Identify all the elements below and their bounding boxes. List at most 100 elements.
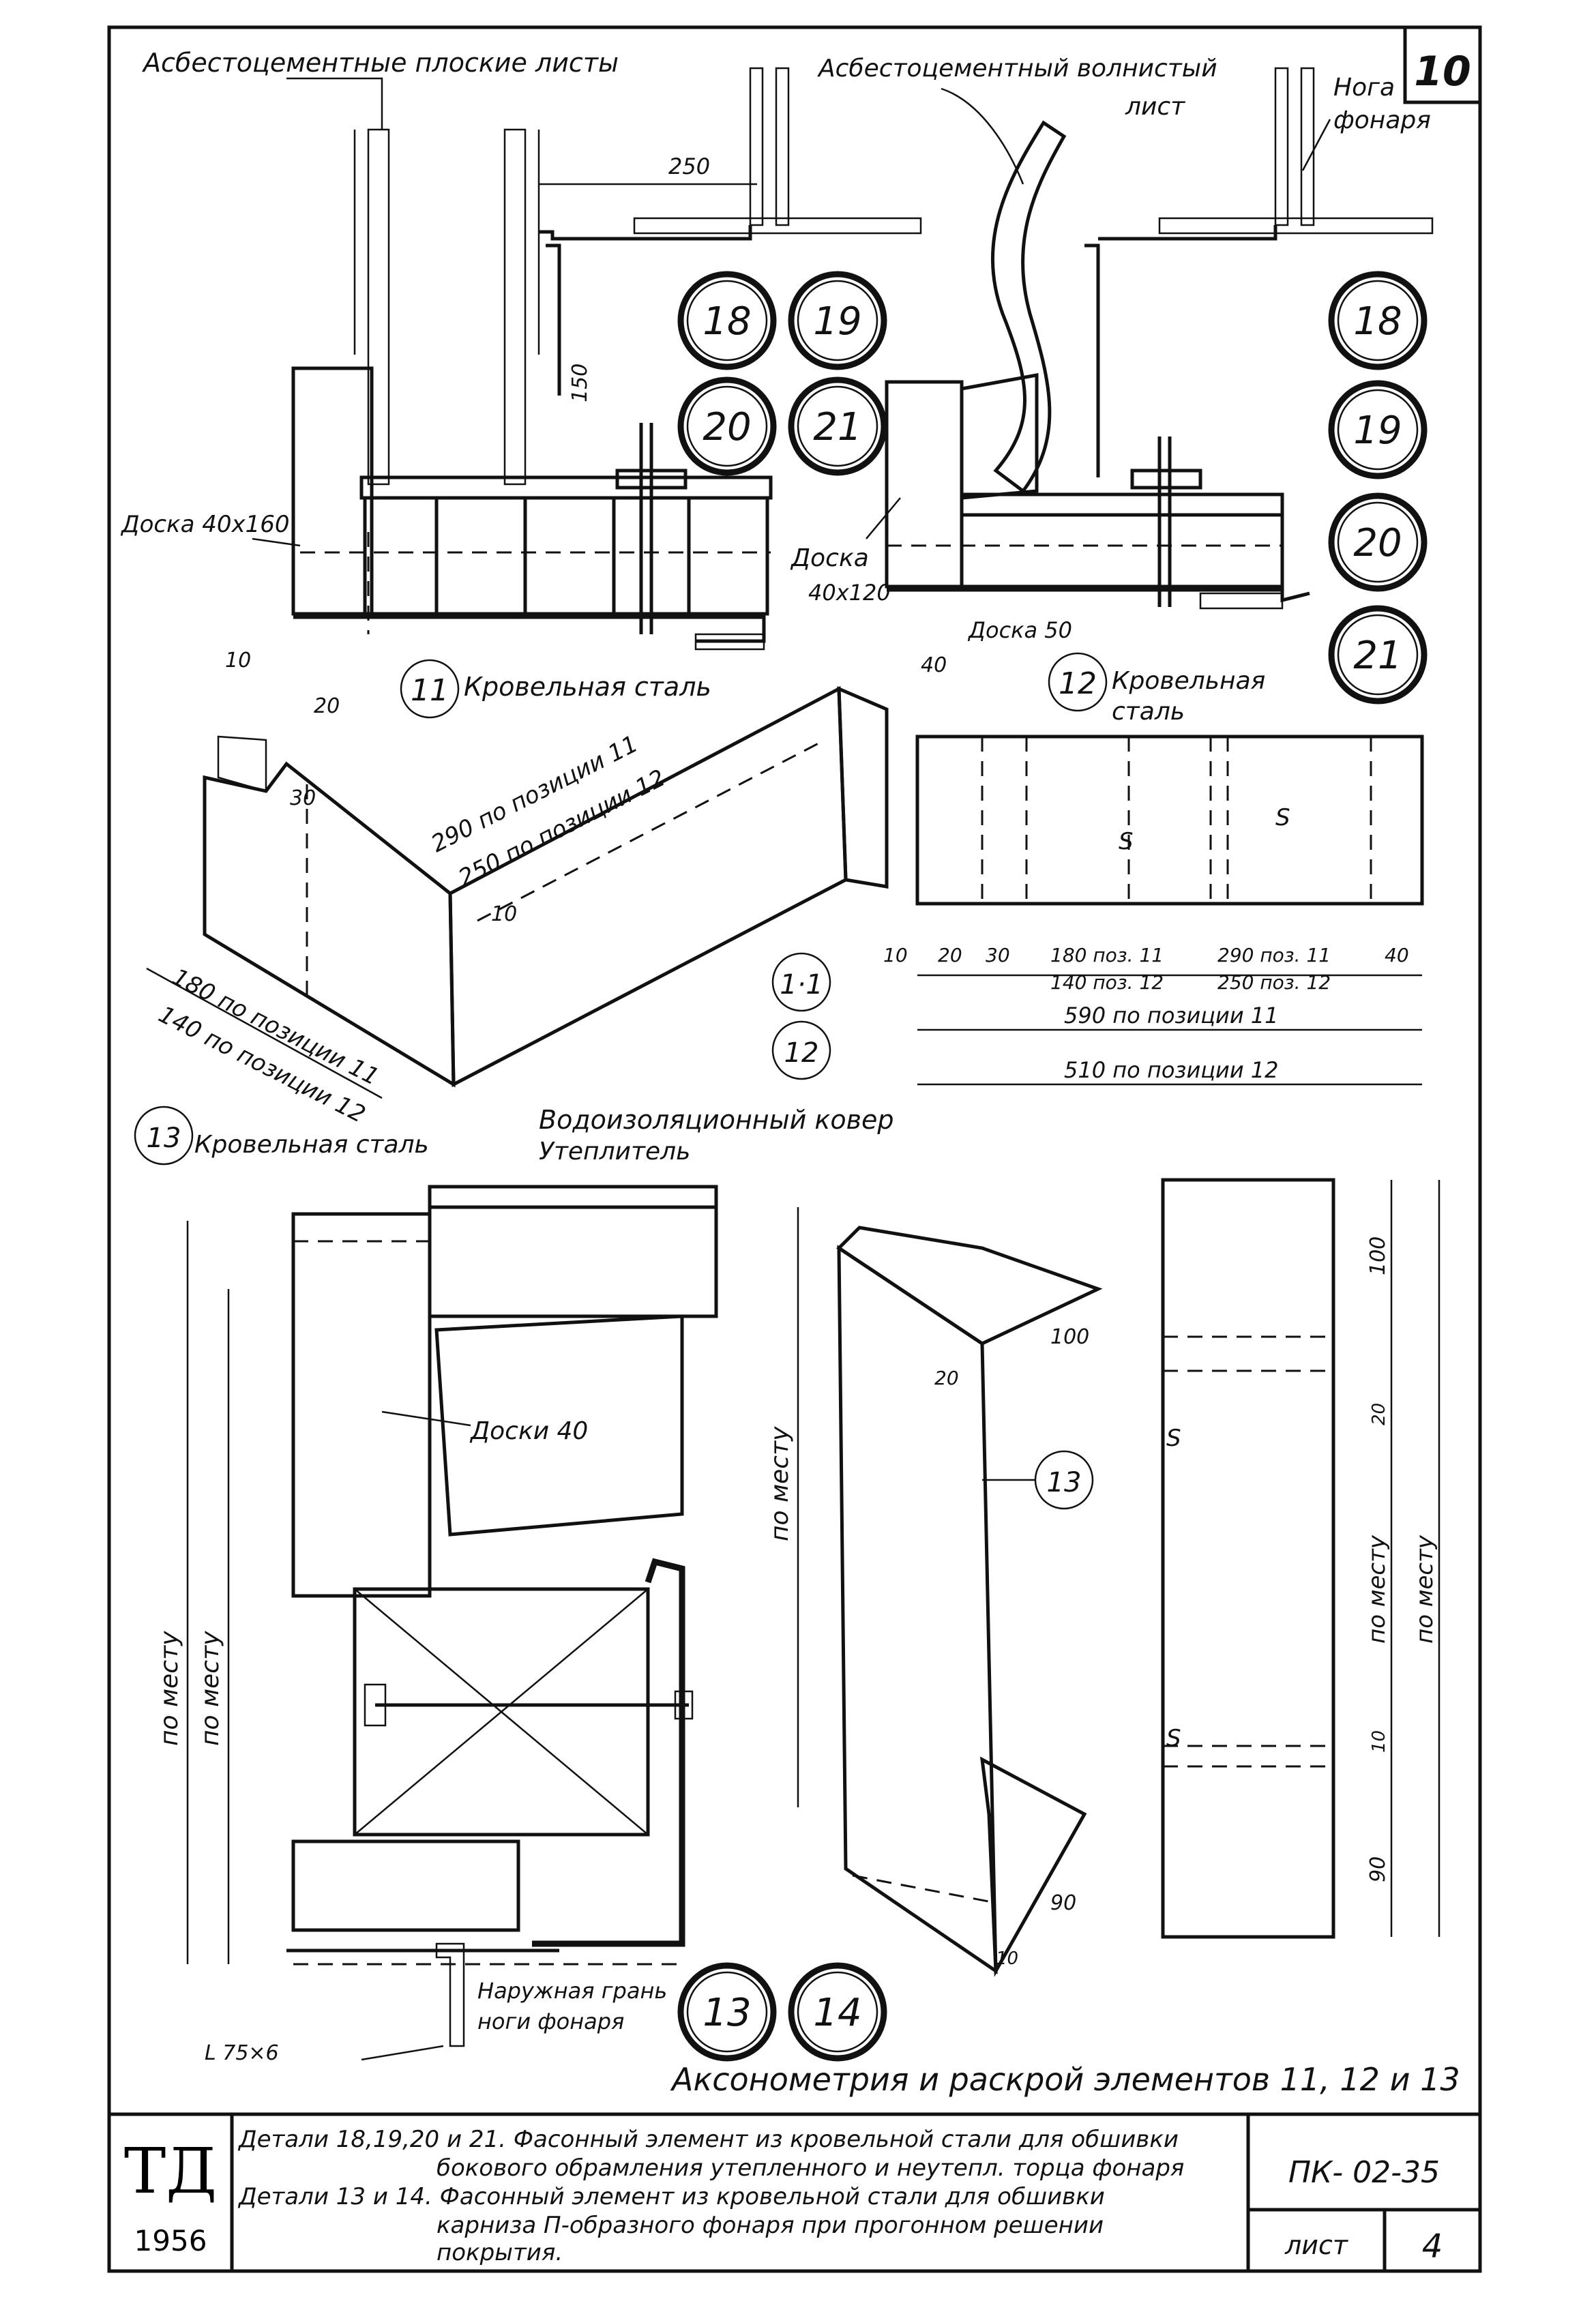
callout-20: 20 <box>703 405 751 449</box>
label-asbestos-wavy-1: Асбестоцементный волнистый <box>817 55 1217 83</box>
label-naruzh-2: ноги фонаря <box>477 2009 624 2034</box>
label-doska-50: Доска 50 <box>967 617 1072 643</box>
c-dim-20: 20 <box>938 944 962 966</box>
axon-title: Аксонометрия и раскрой элементов 11, 12 … <box>670 2061 1460 2098</box>
label-po-mestu-5: по месту <box>1411 1535 1438 1644</box>
pos-11-circle <box>400 659 460 719</box>
axon-element-13 <box>836 1226 1103 1977</box>
dim-10b: 10 <box>491 902 517 926</box>
title-line5: покрытия. <box>437 2239 563 2266</box>
sheet-border <box>107 25 1482 2273</box>
label-po-mestu-4: по месту <box>1363 1535 1391 1644</box>
pos-13: 13 <box>147 1123 181 1154</box>
callout-21: 21 <box>813 405 861 449</box>
c-dim-290: 290 поз. 11 <box>1217 944 1331 966</box>
dim-20: 20 <box>314 694 340 718</box>
callout-r19: 19 <box>1353 409 1402 453</box>
title-code: ПК- 02-35 <box>1288 2155 1440 2190</box>
dim-100b: 100 <box>1366 1236 1390 1275</box>
label-po-mestu-1: по месту <box>156 1631 183 1746</box>
label-naruzh-1: Наружная грань <box>477 1978 667 2004</box>
c-dim-140: 140 поз. 12 <box>1050 971 1164 994</box>
label-doska-2: 40x120 <box>808 580 891 606</box>
callouts-top-middle <box>677 271 887 476</box>
c-dim-30: 30 <box>986 944 1010 966</box>
axon-element-11-12 <box>203 685 889 1088</box>
dim-30: 30 <box>290 786 316 810</box>
c-dim-510: 510 по позиции 12 <box>1064 1057 1279 1083</box>
label-doski-40: Доски 40 <box>469 1417 588 1445</box>
cut-layout-13 <box>1161 1178 1440 1939</box>
label-uteplitel: Утеплитель <box>539 1138 690 1166</box>
dim-10c: 10 <box>996 1948 1018 1969</box>
s-4: S <box>1166 1725 1181 1752</box>
pos-12b-circle <box>771 1020 831 1080</box>
title-logo: ТД <box>124 2135 217 2208</box>
c-dim-180: 180 поз. 11 <box>1050 944 1164 966</box>
title-sheet-number: 4 <box>1422 2227 1443 2266</box>
pos-11b-circle <box>771 952 831 1012</box>
callout-r18: 18 <box>1353 299 1402 344</box>
c-dim-590: 590 по позиции 11 <box>1064 1003 1279 1028</box>
title-line1: Детали 18,19,20 и 21. Фасонный элемент и… <box>237 2126 1179 2153</box>
label-krov-stal-13: Кровельная сталь <box>194 1131 429 1159</box>
detail-13-section <box>286 1185 718 2047</box>
detail-18-21-right <box>885 67 1434 610</box>
callout-r21: 21 <box>1353 634 1402 678</box>
callouts-13-14 <box>677 1962 887 2062</box>
s-1: S <box>1119 828 1134 855</box>
callout-14: 14 <box>813 1991 861 2035</box>
leader <box>286 77 383 130</box>
label-doska-40x160: Доска 40x160 <box>120 511 290 538</box>
callouts-right-column <box>1328 271 1428 705</box>
title-year: 1956 <box>134 2224 207 2257</box>
sheet-number: 10 <box>1414 48 1471 95</box>
detail-18-21-left <box>291 67 922 651</box>
dim-100a: 100 <box>1050 1325 1089 1349</box>
cut-layout-11-12 <box>915 735 1424 1086</box>
sheet-number-box <box>1403 25 1482 104</box>
dim-10: 10 <box>225 649 251 672</box>
c-dim-250: 250 поз. 12 <box>1217 971 1331 994</box>
title-line3: Детали 13 и 14. Фасонный элемент из кров… <box>237 2183 1105 2210</box>
dim-20c: 20 <box>1369 1403 1389 1425</box>
label-krov-stal-12-2: сталь <box>1112 698 1185 726</box>
label-krov-stal-11: Кровельная сталь <box>464 672 711 702</box>
callout-18: 18 <box>703 299 751 344</box>
label-asbestos-flat: Асбестоцементные плоские листы <box>141 48 619 78</box>
title-line4: карниза П-образного фонаря при прогонном… <box>437 2212 1104 2239</box>
label-asbestos-wavy-2: лист <box>1125 93 1185 121</box>
dim-20b: 20 <box>934 1367 959 1389</box>
dim-150: 150 <box>568 364 592 402</box>
pos-12-circle <box>1048 652 1108 712</box>
label-po-mestu-2: по месту <box>196 1631 224 1746</box>
title-line2: бокового обрамления утепленного и неутеп… <box>437 2154 1184 2182</box>
label-noga-1: Нога <box>1333 74 1395 102</box>
board-40x160 <box>291 366 374 616</box>
label-noga-2: фонаря <box>1333 106 1431 134</box>
pos-12: 12 <box>1059 666 1097 701</box>
dim-40: 40 <box>921 653 947 677</box>
label-vodoizol: Водоизоляционный ковер <box>539 1105 894 1135</box>
dim-90a: 90 <box>1050 1891 1076 1915</box>
label-doska-1: Доска <box>790 544 869 572</box>
pos-13-circle <box>134 1106 194 1166</box>
label-angle: L 75×6 <box>205 2041 279 2065</box>
pos-11: 11 <box>411 673 449 708</box>
label-po-mestu-3: по месту <box>766 1426 794 1541</box>
pos-13b: 13 <box>1047 1467 1082 1498</box>
callout-r20: 20 <box>1353 521 1402 565</box>
title-sheet-label: лист <box>1284 2230 1349 2260</box>
c-dim-10: 10 <box>883 944 908 966</box>
pos-12b: 12 <box>784 1037 819 1069</box>
label-krov-stal-12-1: Кровельная <box>1112 667 1265 695</box>
s-2: S <box>1275 804 1290 831</box>
callout-19: 19 <box>813 299 861 344</box>
s-3: S <box>1166 1425 1181 1452</box>
dim-90b: 90 <box>1366 1856 1390 1882</box>
callout-13: 13 <box>703 1991 751 2035</box>
pos-11b: 1·1 <box>780 969 823 1001</box>
dim-10d: 10 <box>1369 1730 1389 1753</box>
c-dim-40: 40 <box>1385 944 1409 966</box>
